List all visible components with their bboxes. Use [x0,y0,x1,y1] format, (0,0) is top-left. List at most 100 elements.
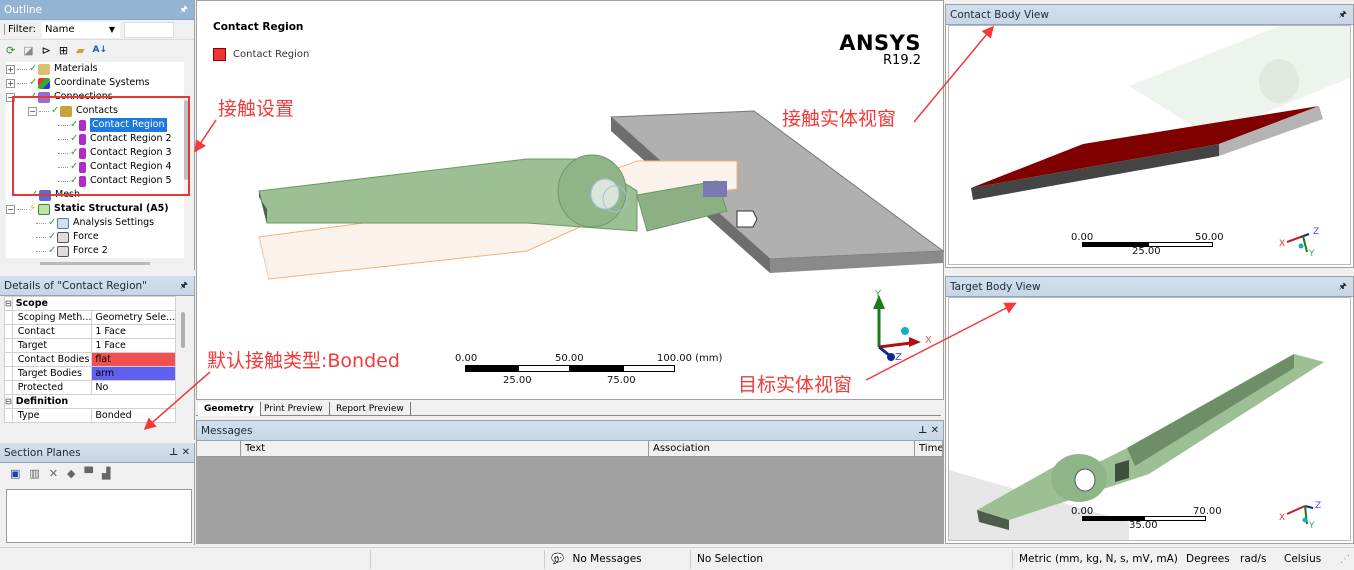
tree-item-force[interactable]: ✓Force [6,230,184,244]
viewport-title: Contact Region [213,21,304,33]
collapse-icon[interactable]: − [28,106,37,116]
svg-text:Y: Y [1308,521,1315,530]
expand-icon[interactable]: + [6,78,15,88]
check-icon: ✓ [70,133,79,144]
status-units[interactable]: Metric (mm, kg, N, s, mV, mA) [1012,550,1180,569]
tree-scrollbar[interactable] [184,100,188,180]
target-body-view-header: Target Body View 🖈 [946,277,1353,297]
tab-print-preview[interactable]: Print Preview [258,402,330,416]
group-definition[interactable]: ⊟Definition [4,394,177,409]
target-body-view: Target Body View 🖈 0.00 70.00 35.00 X Z … [945,276,1354,544]
pin-close-icons[interactable]: ⊥ ✕ [917,425,939,436]
section-planes-list[interactable] [6,489,192,543]
axis-triad: X Z Y [1279,501,1321,530]
column-time[interactable]: Time [915,441,943,456]
check-icon: ✓ [70,175,79,186]
tree-horizontal-scrollbar[interactable] [40,262,150,265]
delete-icon[interactable]: ✕ [48,466,59,480]
pin-close-icons[interactable]: ⊥ ✕ [168,447,190,458]
annotation-contact-body-window: 接触实体视窗 [782,108,897,130]
tree-item-contact-region-3[interactable]: ✓Contact Region 3 [6,146,184,160]
tree-item-materials[interactable]: +✓Materials [6,63,98,75]
details-title: Details of "Contact Region" [4,280,147,292]
geometry-viewport[interactable]: Contact Region Contact Region ANSYS R19.… [196,0,945,401]
sort-az-icon[interactable]: A↓ [92,45,108,55]
tree-item-contact-region-4[interactable]: ✓Contact Region 4 [6,160,184,174]
messages-panel: Messages ⊥ ✕ Text Association Time [196,420,944,544]
section-planes-toolbar: ▣ ▥ ✕ ◆ ▀ ▟ [0,463,194,483]
resize-grip-icon[interactable]: ⋰ [1340,554,1350,565]
tree-item-contact-region-5[interactable]: ✓Contact Region 5 [6,174,184,188]
target-bodies-value[interactable]: arm [91,366,177,381]
refresh-icon[interactable]: ⟳ [6,43,16,57]
check-icon: ✓ [51,105,60,116]
details-row[interactable]: Scoping Meth...Geometry Sele... [4,310,177,325]
tree-item-coordinate-systems[interactable]: +✓Coordinate Systems [6,77,150,89]
status-empty [370,550,544,569]
filter-select[interactable]: Name ▼ [41,21,120,38]
contact-region-icon [79,119,86,131]
svg-text:X: X [1279,513,1285,523]
axis-triad: X Z Y [1279,227,1319,258]
expand-branch-icon[interactable]: ⊳ [41,43,51,57]
type-value[interactable]: Bonded [91,408,177,423]
column-icon[interactable] [197,441,241,456]
tree-item-force-2[interactable]: ✓Force 2 [6,244,184,258]
pin-icon[interactable]: 🖈 [1338,282,1347,292]
status-rotation[interactable]: rad/s [1240,553,1267,565]
geometry-model[interactable] [197,1,945,401]
collapse-icon[interactable]: ⊟ [4,296,13,311]
contacts-highlight-box [12,96,190,196]
tab-report-preview[interactable]: Report Preview [330,402,411,416]
column-association[interactable]: Association [649,441,915,456]
pin-icon[interactable]: 🖈 [1338,10,1347,20]
check-icon: ✓ [29,63,38,74]
show-capping-icon[interactable]: ▟ [101,466,111,480]
status-temperature[interactable]: Celsius [1284,553,1322,565]
group-scope[interactable]: ⊟Scope [4,296,177,311]
status-messages[interactable]: 💬0 No Messages [544,550,690,569]
check-icon: ✓ [48,231,57,242]
expand-icon[interactable]: + [6,64,15,74]
expand-all-icon[interactable]: ⊞ [58,43,69,57]
messages-header: Messages ⊥ ✕ [197,421,943,441]
tree-item-static-structural[interactable]: −⚡Static Structural (A5) [6,203,169,215]
status-angle[interactable]: Degrees [1186,553,1230,565]
details-scrollbar[interactable] [181,312,185,348]
force-icon [57,245,69,257]
tree-item-analysis-settings[interactable]: ✓Analysis Settings [6,216,184,230]
clear-icon[interactable]: ◪ [23,43,34,57]
tree-item-contacts[interactable]: −✓Contacts [28,105,118,117]
new-section-plane-icon[interactable]: ▣ [10,466,21,480]
collapse-icon[interactable]: ⊟ [4,394,13,409]
tree-item-contact-region-2[interactable]: ✓Contact Region 2 [6,132,184,146]
axes-icon [38,77,50,89]
filter-input[interactable] [123,21,174,38]
contact-bodies-value[interactable]: flat [91,352,177,367]
contact-body-canvas[interactable]: 0.00 50.00 25.00 X Z Y [948,25,1351,265]
check-icon: ✓ [70,147,79,158]
details-table: ⊟Scope Scoping Meth...Geometry Sele... C… [4,296,177,423]
messages-title: Messages [201,425,253,437]
folder-icon[interactable]: ▰ [76,43,85,57]
annotation-contact-settings: 接触设置 [218,98,295,120]
target-body-canvas[interactable]: 0.00 70.00 35.00 X Z Y [948,297,1351,541]
show-whole-elements-icon[interactable]: ▀ [84,466,93,480]
pin-icon[interactable]: 🖈 [179,5,188,15]
section-planes-title: Section Planes [4,447,81,459]
collapse-icon[interactable]: − [6,204,15,214]
edit-section-plane-icon[interactable]: ▥ [29,466,40,480]
check-icon: ✓ [48,217,57,228]
tree-item-contact-region[interactable]: ✓Contact Region [6,118,184,132]
show-plane-icon[interactable]: ◆ [67,466,76,480]
pin-icon[interactable]: 🖈 [179,281,188,291]
tab-geometry[interactable]: Geometry [198,402,261,416]
chevron-down-icon: ▼ [108,24,115,34]
column-text[interactable]: Text [241,441,649,456]
